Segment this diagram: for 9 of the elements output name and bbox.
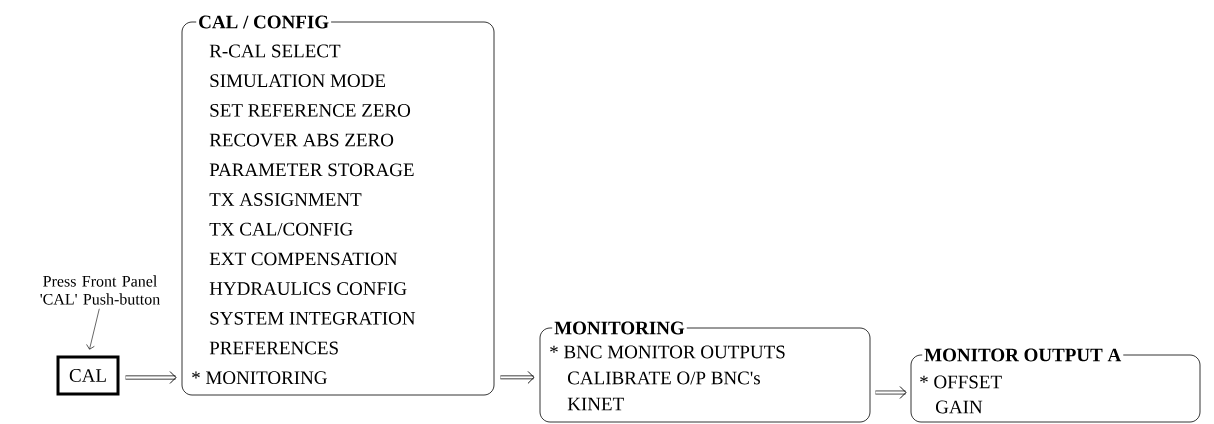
menu-box: MONITORING * BNC MONITOR OUTPUTS CALIBRATE O/P BNC's KINET — [539, 319, 871, 423]
push-button: CAL — [56, 355, 120, 396]
instruction-text: Press Front Panel 'CAL' Push-button — [40, 275, 160, 305]
double-arrow — [125, 371, 177, 384]
arrow — [86, 308, 100, 350]
double-arrow — [875, 386, 907, 399]
menu-box: CAL / CONFIG R-CAL SELECT SIMULATION MODE SET REFERENCE ZERO RECOVER ABS ZERO PARAMETER STORAGE TX ASSIGNMENT TX CAL/CONFIG EXT COMPENSATION HYDRAULICS CONFIG SYSTEM INTEGRATION PREFERENCES * MONITORING — [181, 13, 495, 396]
menu-box: MONITOR OUTPUT A * OFFSET GAIN — [910, 346, 1201, 423]
double-arrow — [500, 370, 535, 384]
